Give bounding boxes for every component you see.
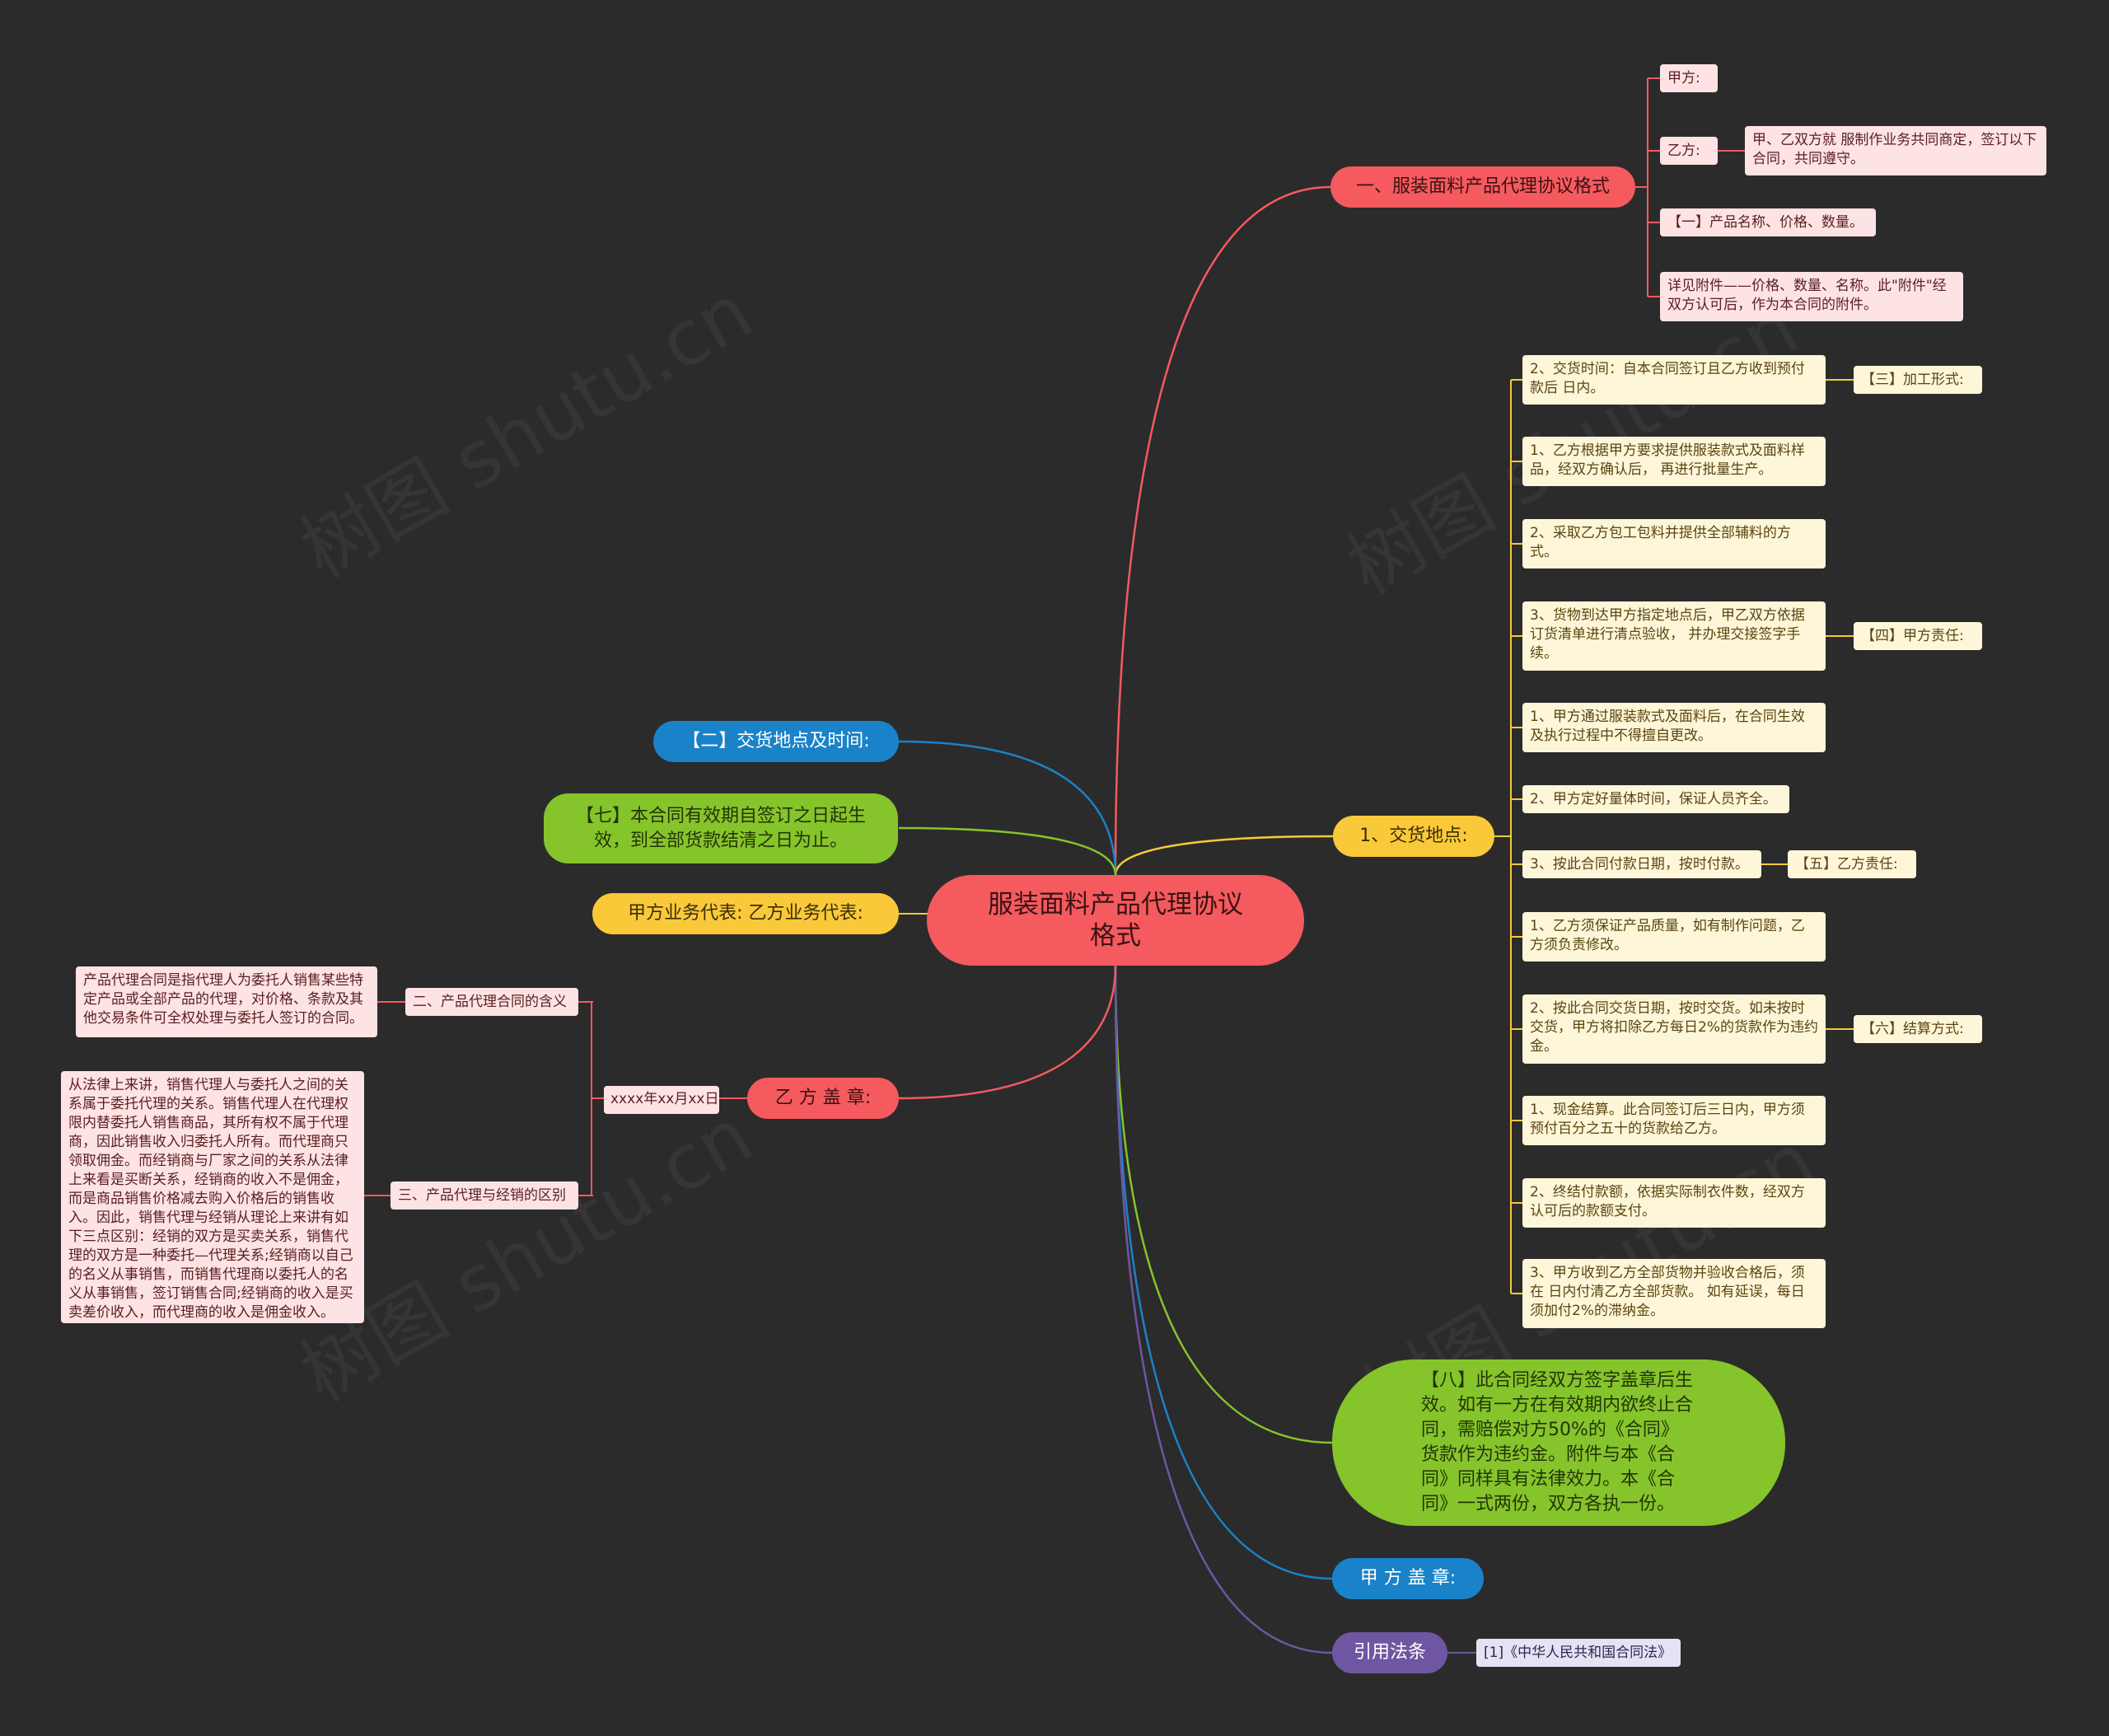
delivery-item-6[interactable]: 2、甲方定好量体时间，保证人员齐全。 — [1522, 785, 1789, 813]
center-topic[interactable]: 服装面料产品代理协议格式 — [927, 875, 1304, 966]
branch-delivery-place-time[interactable]: 【二】交货地点及时间: — [653, 721, 899, 762]
branch-clause-8[interactable]: 【八】此合同经双方签字盖章后生效。如有一方在有效期内欲终止合同，需赔偿对方50%… — [1332, 1359, 1785, 1526]
branch-validity[interactable]: 【七】本合同有效期自签订之日起生效，到全部货款结清之日为止。 — [544, 793, 898, 863]
date-node[interactable]: xxxx年xx月xx日 — [604, 1086, 719, 1114]
delivery-item-2[interactable]: 1、乙方根据甲方要求提供服装款式及面料样品，经双方确认后， 再进行批量生产。 — [1522, 437, 1826, 486]
delivery-item-11[interactable]: 2、终结付款额，依据实际制衣件数，经双方认可后的款额支付。 — [1522, 1178, 1826, 1228]
difference-text[interactable]: 从法律上来讲，销售代理人与委托人之间的关系属于委托代理的关系。销售代理人在代理权… — [61, 1071, 364, 1323]
delivery-item-8[interactable]: 1、乙方须保证产品质量，如有制作问题，乙方须负责修改。 — [1522, 912, 1826, 962]
branch-format[interactable]: 一、服装面料产品代理协议格式 — [1330, 166, 1635, 208]
branch-delivery-place[interactable]: 1、交货地点: — [1333, 816, 1494, 857]
party-b-label[interactable]: 乙方: — [1660, 137, 1718, 165]
delivery-item-1[interactable]: 2、交货时间：自本合同签订且乙方收到预付款后 日内。 — [1522, 355, 1826, 405]
tag-processing-form[interactable]: 【三】加工形式: — [1854, 366, 1982, 394]
tag-party-a-duty[interactable]: 【四】甲方责任: — [1854, 622, 1982, 650]
line-party-b-seal — [898, 965, 1117, 1100]
line-delivery-place-time — [898, 740, 1117, 876]
tag-party-b-duty[interactable]: 【五】乙方责任: — [1788, 850, 1916, 878]
line-format — [1114, 185, 1331, 876]
product-name-price[interactable]: 【一】产品名称、价格、数量。 — [1660, 208, 1876, 236]
delivery-item-9[interactable]: 2、按此合同交货日期，按时交货。如未按时交货，甲方将扣除乙方每日2%的货款作为违… — [1522, 994, 1826, 1064]
delivery-item-12[interactable]: 3、甲方收到乙方全部货物并验收合格后，须在 日内付清乙方全部货款。 如有延误，每… — [1522, 1259, 1826, 1328]
tag-settlement[interactable]: 【六】结算方式: — [1854, 1015, 1982, 1043]
line-clause-8 — [1114, 965, 1333, 1444]
delivery-item-5[interactable]: 1、甲方通过服装款式及面料后，在合同生效及执行过程中不得擅自更改。 — [1522, 703, 1826, 752]
branch-reps[interactable]: 甲方业务代表: 乙方业务代表: — [592, 893, 899, 934]
delivery-item-10[interactable]: 1、现金结算。此合同签订后三日内，甲方须预付百分之五十的货款给乙方。 — [1522, 1096, 1826, 1145]
line-validity — [898, 826, 1117, 876]
delivery-item-3[interactable]: 2、采取乙方包工包料并提供全部辅料的方式。 — [1522, 519, 1826, 569]
law-reference[interactable]: [1]《中华人民共和国合同法》 — [1476, 1639, 1681, 1667]
line-delivery-place — [1114, 835, 1334, 876]
attachment-note[interactable]: 详见附件——价格、数量、名称。此"附件"经双方认可后，作为本合同的附件。 — [1660, 272, 1963, 321]
branch-party-a-seal[interactable]: 甲 方 盖 章: — [1332, 1558, 1484, 1599]
line-law — [1114, 965, 1333, 1654]
line-party-a-seal — [1114, 965, 1333, 1580]
difference-label[interactable]: 三、产品代理与经销的区别 — [390, 1182, 578, 1210]
meaning-label[interactable]: 二、产品代理合同的含义 — [405, 988, 578, 1016]
party-b-text[interactable]: 甲、乙双方就 服制作业务共同商定，签订以下合同，共同遵守。 — [1745, 126, 2046, 175]
delivery-item-4[interactable]: 3、货物到达甲方指定地点后，甲乙双方依据订货清单进行清点验收， 并办理交接签字手… — [1522, 601, 1826, 671]
party-a-label[interactable]: 甲方: — [1660, 64, 1718, 92]
meaning-text[interactable]: 产品代理合同是指代理人为委托人销售某些特定产品或全部产品的代理，对价格、条款及其… — [76, 966, 377, 1037]
branch-law[interactable]: 引用法条 — [1332, 1632, 1447, 1673]
delivery-item-7[interactable]: 3、按此合同付款日期，按时付款。 — [1522, 850, 1761, 878]
branch-party-b-seal[interactable]: 乙 方 盖 章: — [747, 1078, 899, 1119]
